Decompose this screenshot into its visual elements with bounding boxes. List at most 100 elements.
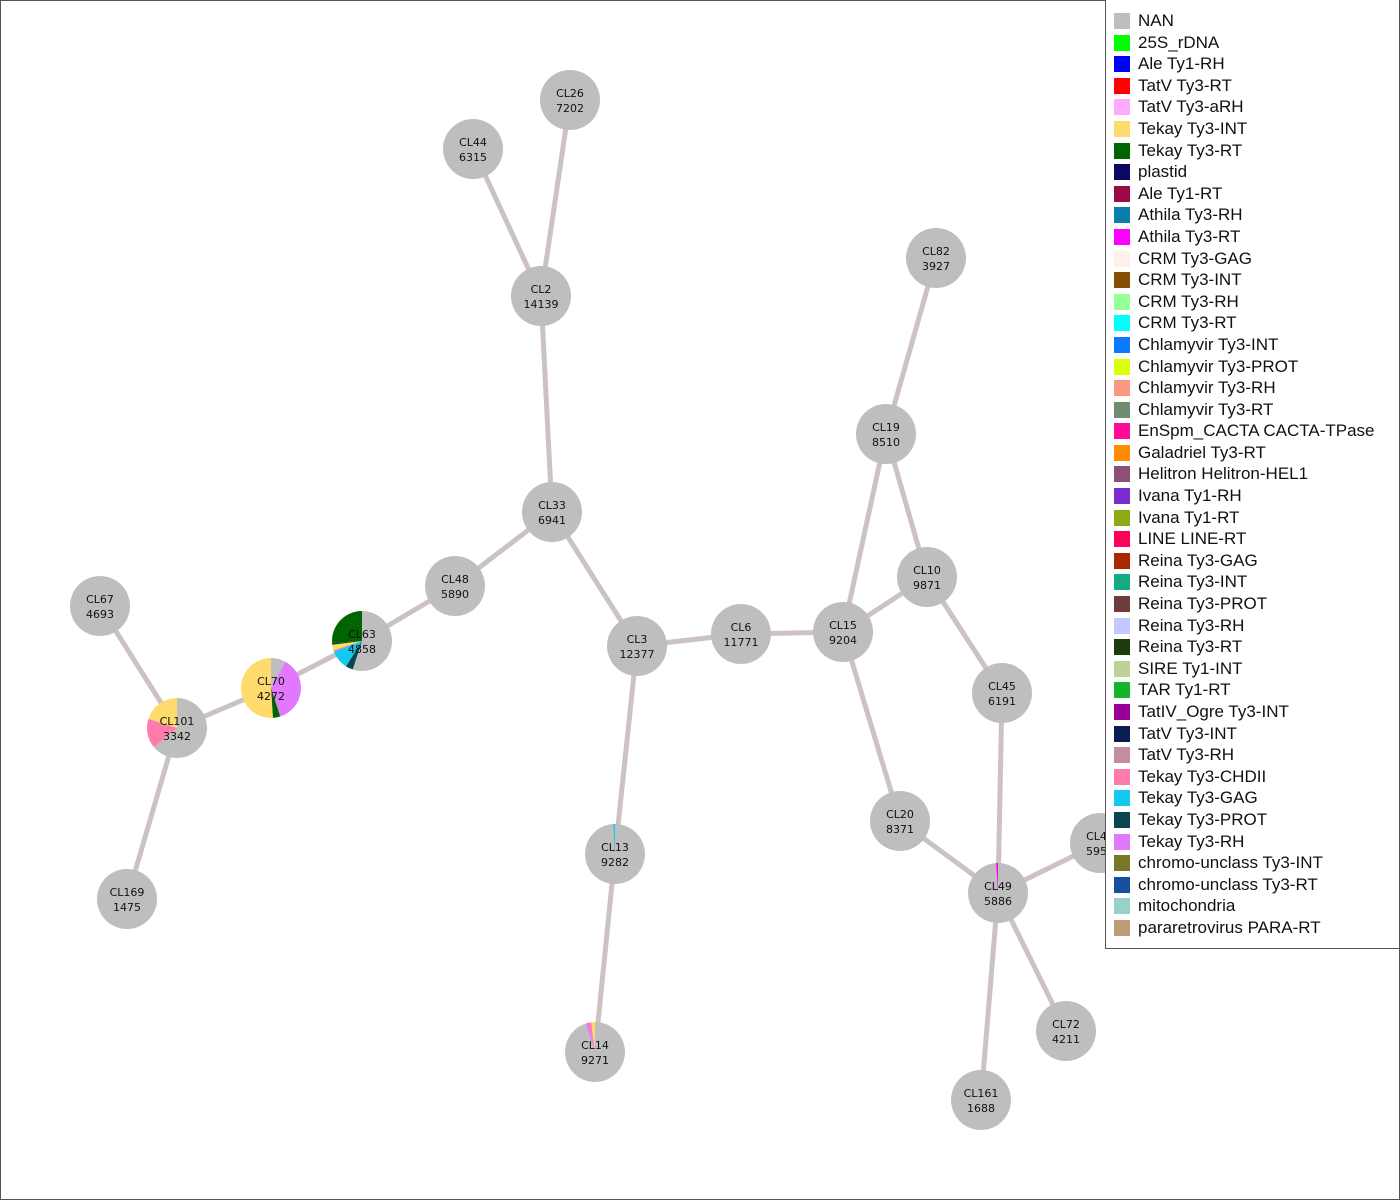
legend-item: Chlamyvir Ty3-RT	[1106, 399, 1399, 421]
node-cl48[interactable]: CL48 5890	[425, 556, 485, 616]
node-value: 5890	[441, 588, 469, 601]
legend-swatch	[1114, 725, 1130, 742]
node-circle	[511, 266, 571, 326]
legend-swatch	[1114, 77, 1130, 94]
pie-slice-reina-ty3-rt	[332, 641, 362, 645]
legend-label: chromo-unclass Ty3-RT	[1138, 874, 1318, 894]
legend-swatch	[1114, 682, 1130, 699]
legend-label: Reina Ty3-INT	[1138, 572, 1248, 592]
legend-swatch	[1114, 272, 1130, 289]
legend-item: Ivana Ty1-RH	[1106, 485, 1399, 507]
legend-label: pararetrovirus PARA-RT	[1138, 917, 1321, 937]
legend-label: Chlamyvir Ty3-RH	[1138, 378, 1276, 398]
legend-item: TatV Ty3-RH	[1106, 744, 1399, 766]
legend-label: 25S_rDNA	[1138, 32, 1220, 52]
legend-label: NAN	[1138, 11, 1174, 30]
node-value: 8371	[886, 823, 914, 836]
node-label: CL63	[348, 628, 376, 641]
node-circle	[972, 663, 1032, 723]
legend-swatch	[1114, 207, 1130, 224]
legend-label: CRM Ty3-GAG	[1138, 248, 1252, 268]
pie-slice-nan	[271, 658, 286, 688]
legend-swatch	[1114, 531, 1130, 548]
legend-label: Chlamyvir Ty3-PROT	[1138, 356, 1299, 376]
legend-label: CRM Ty3-INT	[1138, 270, 1242, 290]
legend-label: Tekay Ty3-INT	[1138, 118, 1248, 138]
legend-label: Tekay Ty3-RT	[1138, 140, 1243, 160]
node-label: CL15	[829, 619, 857, 632]
legend-item: 25S_rDNA	[1106, 32, 1399, 54]
node-circle	[522, 482, 582, 542]
node-label: CL82	[922, 245, 950, 258]
legend-swatch	[1114, 185, 1130, 202]
legend-label: Tekay Ty3-CHDII	[1138, 766, 1267, 786]
legend-item: mitochondria	[1106, 895, 1399, 917]
pie-slice-tekay-ty3-rt	[331, 611, 362, 643]
legend-swatch	[1114, 790, 1130, 807]
legend-swatch	[1114, 423, 1130, 440]
node-value: 9204	[829, 634, 857, 647]
legend-item: TatV Ty3-aRH	[1106, 96, 1399, 118]
legend-item: Tekay Ty3-CHDII	[1106, 766, 1399, 788]
node-value: 9282	[601, 856, 629, 869]
pie-slice-nan	[564, 1022, 625, 1082]
edge-cl13-cl14	[592, 853, 618, 1053]
pie-slice-nan	[153, 698, 208, 758]
pie-slice-tekay-ty3-rh	[585, 1022, 595, 1052]
node-label: CL26	[556, 87, 584, 100]
node-circle	[951, 1070, 1011, 1130]
node-value: 6941	[538, 514, 566, 527]
legend-swatch	[1114, 401, 1130, 418]
legend-item: TAR Ty1-RT	[1106, 679, 1399, 701]
legend-swatch	[1114, 336, 1130, 353]
legend-item: TatV Ty3-INT	[1106, 723, 1399, 745]
pie-slice-nan	[968, 863, 1029, 924]
legend-swatch	[1114, 833, 1130, 850]
node-label: CL169	[110, 886, 145, 899]
node-label: CL48	[441, 573, 469, 586]
node-label: CL70	[257, 675, 285, 688]
pie-slice-nan	[585, 824, 646, 885]
legend-swatch	[1114, 13, 1130, 29]
legend-label: Tekay Ty3-PROT	[1138, 809, 1268, 829]
legend-item: Tekay Ty3-INT	[1106, 118, 1399, 140]
node-label: CL101	[160, 715, 195, 728]
legend-swatch	[1114, 574, 1130, 591]
legend-swatch	[1114, 444, 1130, 461]
legend-label: CRM Ty3-RT	[1138, 313, 1237, 333]
node-circle	[425, 556, 485, 616]
pie-slice-tekay-ty3-chdii	[588, 1022, 595, 1052]
legend-label: Chlamyvir Ty3-INT	[1138, 334, 1279, 354]
legend-item: Chlamyvir Ty3-RH	[1106, 377, 1399, 399]
legend-item: Helitron Helitron-HEL1	[1106, 463, 1399, 485]
node-circle	[711, 604, 771, 664]
legend-label: Tekay Ty3-RH	[1138, 831, 1245, 851]
node-cl15[interactable]: CL15 9204	[813, 602, 873, 662]
legend-item: Tekay Ty3-GAG	[1106, 787, 1399, 809]
legend-item: chromo-unclass Ty3-RT	[1106, 874, 1399, 896]
node-label: CL3	[627, 633, 648, 646]
legend-swatch	[1114, 56, 1130, 73]
